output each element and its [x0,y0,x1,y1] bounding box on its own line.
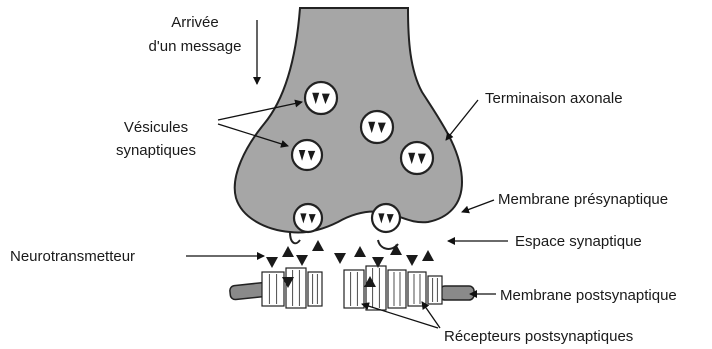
postsynaptic-membrane-right [440,286,474,300]
synaptic-vesicle [372,204,400,232]
receptor [366,266,386,310]
presynaptic-opening-left [290,232,300,243]
vesicules-label-line1: Vésicules [124,119,188,136]
synaptic-vesicle [401,142,433,174]
terminaison-label: Terminaison axonale [485,90,623,107]
receptor [388,270,406,308]
receptor [408,272,426,306]
synaptic-vesicle [361,111,393,143]
recepteurs-label: Récepteurs postsynaptiques [444,328,633,345]
receptor [286,268,306,308]
membrane-pre-pointer [462,200,494,212]
neurotransmitter-particle [266,257,278,268]
neurotransmitter-particle [334,253,346,264]
receptor-group [262,266,442,310]
neurotransmitter-particle [354,246,366,257]
message-label-line2: d'un message [149,38,242,55]
neurotransmitter-particle [312,240,324,251]
membrane-post-label: Membrane postsynaptique [500,287,677,304]
neurotransmetteur-label: Neurotransmetteur [10,248,135,265]
receptor [344,270,364,308]
receptor [308,272,322,306]
vesicules-label-line2: synaptiques [116,142,196,159]
receptor [428,276,442,304]
neurotransmitter-particle [406,255,418,266]
message-label-line1: Arrivée [171,14,219,31]
synaptic-vesicle [294,204,322,232]
terminaison-pointer [446,100,478,140]
synaptic-vesicle [305,82,337,114]
synaptic-vesicle [292,140,322,170]
membrane-pre-label: Membrane présynaptique [498,191,668,208]
axon-terminal [235,8,462,233]
neurotransmitter-particle [422,250,434,261]
receptor [262,272,284,306]
neurotransmitter-particle [282,246,294,257]
neurotransmitter-particle [296,255,308,266]
espace-label: Espace synaptique [515,233,642,250]
